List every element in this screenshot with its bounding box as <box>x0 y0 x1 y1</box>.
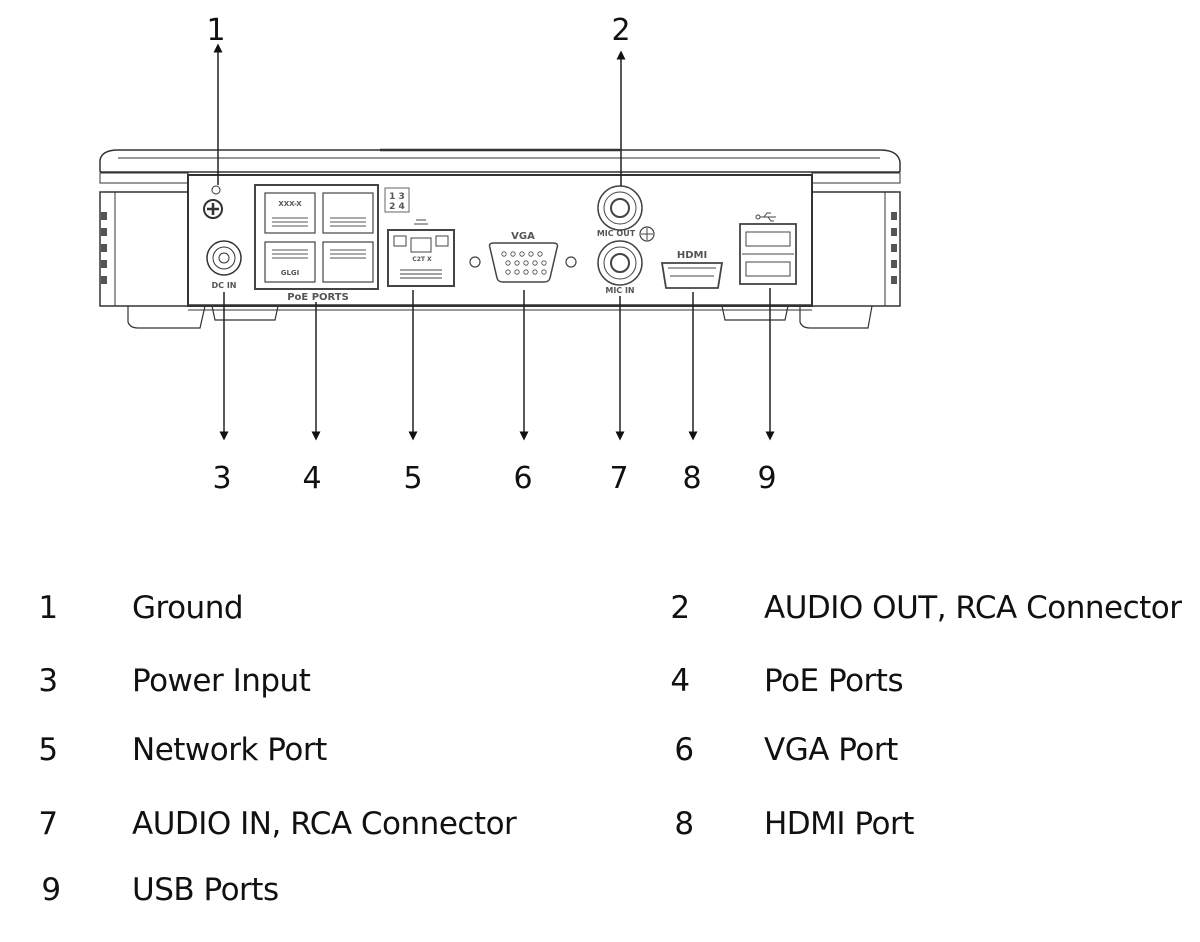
ground-symbol-icon <box>639 226 655 242</box>
port-map-row-1: 1 3 <box>389 192 405 202</box>
legend-number: 8 <box>674 806 694 842</box>
vga-label: VGA <box>511 231 535 242</box>
callout-number-8: 8 <box>682 461 701 496</box>
hdmi-port <box>660 262 724 289</box>
mic-out-jack <box>597 185 643 231</box>
legend-label: AUDIO OUT, RCA Connector <box>764 590 1182 626</box>
poe-ports <box>254 184 379 290</box>
legend-number: 3 <box>38 663 58 699</box>
ground-screw <box>203 185 223 219</box>
usb-icon <box>755 212 776 222</box>
dc-in-label: DC IN <box>212 281 237 290</box>
device-chassis <box>99 148 901 329</box>
legend: 1 Ground 2 AUDIO OUT, RCA Connector 3 Po… <box>0 570 1200 942</box>
poe-ports-label: PoE PORTS <box>287 292 349 303</box>
vga-port <box>469 242 577 283</box>
legend-label: Power Input <box>132 663 311 699</box>
callout-lines <box>213 43 775 441</box>
network-port-tag: C2T X <box>412 256 432 263</box>
legend-number: 7 <box>38 806 58 842</box>
legend-label: HDMI Port <box>764 806 914 842</box>
legend-number: 9 <box>41 872 61 908</box>
mic-in-label: MIC IN <box>605 286 634 295</box>
legend-label: VGA Port <box>764 732 898 768</box>
legend-number: 6 <box>674 732 694 768</box>
network-port <box>387 219 455 287</box>
mic-out-label: MIC OUT <box>597 229 636 238</box>
side-vents <box>101 212 897 284</box>
callout-number-6: 6 <box>513 461 532 496</box>
legend-label: Ground <box>132 590 244 626</box>
legend-number: 2 <box>670 590 690 626</box>
callout-number-3: 3 <box>212 461 231 496</box>
callout-number-1: 1 <box>206 13 225 48</box>
port-map-box <box>384 187 410 213</box>
callout-number-5: 5 <box>403 461 422 496</box>
callout-number-2: 2 <box>611 13 630 48</box>
dc-in-jack <box>206 240 242 276</box>
legend-label: AUDIO IN, RCA Connector <box>132 806 517 842</box>
legend-label: USB Ports <box>132 872 279 908</box>
callout-number-4: 4 <box>302 461 321 496</box>
mic-in-jack <box>597 240 643 286</box>
port-map-row-2: 2 4 <box>389 202 405 212</box>
hdmi-label: HDMI <box>677 250 707 261</box>
rear-panel-diagram: DC IN XXX-X GLGI PoE PORTS 1 3 2 4 C2T X <box>99 13 901 496</box>
poe-port-1-tag: XXX-X <box>278 200 302 208</box>
callout-number-7: 7 <box>609 461 628 496</box>
poe-port-3-tag: GLGI <box>281 269 300 277</box>
legend-number: 4 <box>670 663 690 699</box>
usb-ports <box>739 223 797 285</box>
legend-number: 1 <box>38 590 58 626</box>
callout-number-9: 9 <box>757 461 776 496</box>
legend-label: PoE Ports <box>764 663 904 699</box>
legend-number: 5 <box>38 732 58 768</box>
legend-label: Network Port <box>132 732 327 768</box>
